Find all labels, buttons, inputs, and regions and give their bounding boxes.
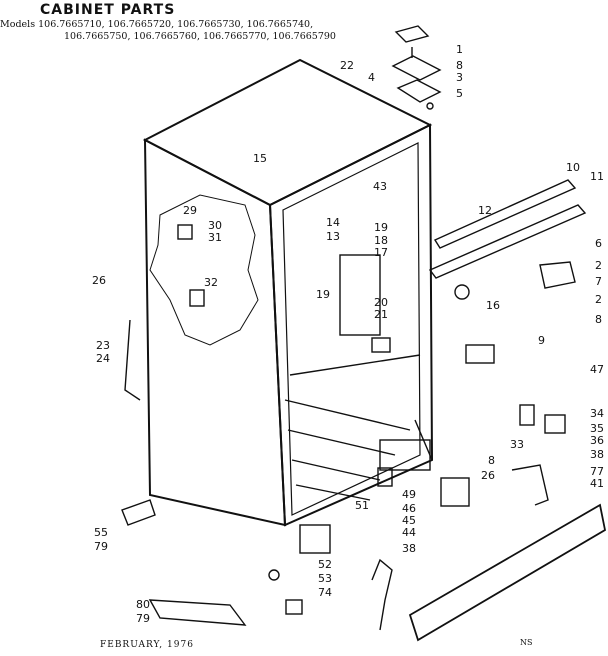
callout: 14 [326,216,340,229]
top-hinge-parts [391,25,442,110]
callout: 26 [481,469,495,482]
callout: 18 [374,234,388,247]
callout: 10 [566,161,580,174]
inset-detail [149,194,259,346]
callout: 49 [402,488,416,501]
diagram-title: CABINET PARTS [40,2,176,18]
callout: 8 [456,59,463,72]
callout: 2 [595,293,602,306]
callout: 8 [595,313,602,326]
callout: 22 [340,59,354,72]
models-line-1: 106.7665710, 106.7665720, 106.7665730, 1… [38,19,314,30]
callout: 20 [374,296,388,309]
callout: 34 [590,407,604,420]
callout: 6 [595,237,602,250]
models-line-2: 106.7665750, 106.7665760, 106.7665770, 1… [64,31,336,42]
callout: 33 [510,438,524,451]
lower-right-parts [371,404,607,642]
callout: 24 [96,352,110,365]
door-rails [339,179,587,364]
corner-mark: NS [520,638,533,647]
callout: 1 [456,43,463,56]
callout: 79 [136,612,150,625]
callout: 80 [136,598,150,611]
callout: 46 [402,502,416,515]
callout: 7 [595,275,602,288]
callout: 55 [94,526,108,539]
callout: 43 [373,180,387,193]
callout: 17 [374,246,388,259]
callout: 9 [538,334,545,347]
callout: 52 [318,558,332,571]
callout: 77 [590,465,604,478]
callout: 41 [590,477,604,490]
callout: 38 [590,448,604,461]
callout-labels: 1 8 3 5 4 22 15 43 10 11 12 14 13 29 30 … [92,43,604,625]
callout: 47 [590,363,604,376]
callout: 35 [590,422,604,435]
callout: 30 [208,219,222,232]
callout: 21 [374,308,388,321]
callout: 5 [456,87,463,100]
revision-date: FEBRUARY, 1976 [100,640,194,650]
callout: 4 [368,71,375,84]
callout: 13 [326,230,340,243]
callout: 19 [374,221,388,234]
models-label: Models [0,19,36,30]
callout: 38 [402,542,416,555]
callout: 74 [318,586,332,599]
callout: 36 [590,434,604,447]
model-list: Models 106.7665710, 106.7665720, 106.766… [0,19,336,43]
callout: 12 [478,204,492,217]
callout: 29 [183,204,197,217]
callout: 3 [456,71,463,84]
callout: 32 [204,276,218,289]
callout: 26 [92,274,106,287]
callout: 31 [208,231,222,244]
callout: 15 [253,152,267,165]
cabinet-body [142,58,434,527]
callout: 79 [94,540,108,553]
lower-left-parts [121,319,331,626]
callout: 23 [96,339,110,352]
callout: 8 [488,454,495,467]
callout: 44 [402,526,416,539]
callout: 16 [486,299,500,312]
callout: 45 [402,514,416,527]
callout: 2 [595,259,602,272]
callout: 19 [316,288,330,301]
callout: 51 [355,499,369,512]
callout: 53 [318,572,332,585]
callout: 11 [590,170,604,183]
